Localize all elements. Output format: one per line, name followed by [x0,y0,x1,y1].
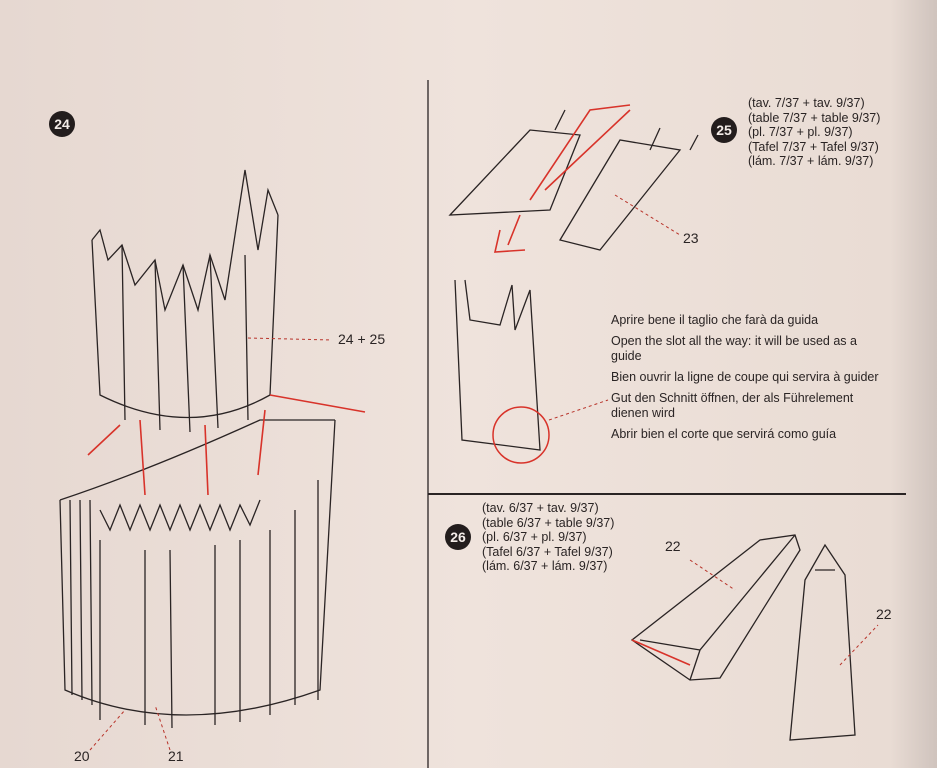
step-26-references: (tav. 6/37 + tav. 9/37) (table 6/37 + ta… [482,501,614,574]
callout-22-left: 22 [665,538,681,554]
step-25-badge: 25 [711,117,737,143]
spire-drawing [630,534,856,741]
instruction-german: Gut den Schnitt öffnen, der als Führelem… [611,391,854,420]
step-26-badge: 26 [445,524,471,550]
reference-line: (Tafel 6/37 + Tafel 9/37) [482,544,613,559]
callout-23: 23 [683,230,699,246]
crown-part-drawing [91,169,279,433]
instruction-english: Open the slot all the way: it will be us… [611,334,857,363]
instruction-spanish: Abrir bien el corte que servirá como guí… [611,427,837,441]
folded-part-drawing [448,109,699,451]
step-25-references: (tav. 7/37 + tav. 9/37) (table 7/37 + ta… [748,96,880,169]
callout-21: 21 [168,748,184,764]
leader-lines [89,194,879,751]
step-24-badge: 24 [49,111,75,137]
callout-22-right: 22 [876,606,892,622]
step-25-instructions: Aprire bene il taglio che farà da guida … [611,313,881,448]
reference-line: (lám. 6/37 + lám. 9/37) [482,559,608,574]
reference-line: (tav. 7/37 + tav. 9/37) [748,96,865,110]
instruction-italian: Aprire bene il taglio che farà da guida [611,313,819,327]
red-arrows [87,104,691,666]
reference-line: (table 6/37 + table 9/37) [482,515,615,530]
reference-line: (lám. 7/37 + lám. 9/37) [748,154,874,169]
cylinder-base-drawing [59,419,336,729]
callout-24-25: 24 + 25 [338,331,386,347]
reference-line: (tav. 6/37 + tav. 9/37) [482,501,599,515]
detail-circle [492,406,550,464]
reference-line: (Tafel 7/37 + Tafel 9/37) [748,139,879,154]
reference-line: (table 7/37 + table 9/37) [748,110,881,125]
instruction-french: Bien ouvrir la ligne de coupe qui servir… [611,370,879,384]
reference-line: (pl. 6/37 + pl. 9/37) [482,530,587,545]
reference-line: (pl. 7/37 + pl. 9/37) [748,125,853,140]
callout-20: 20 [74,748,90,764]
